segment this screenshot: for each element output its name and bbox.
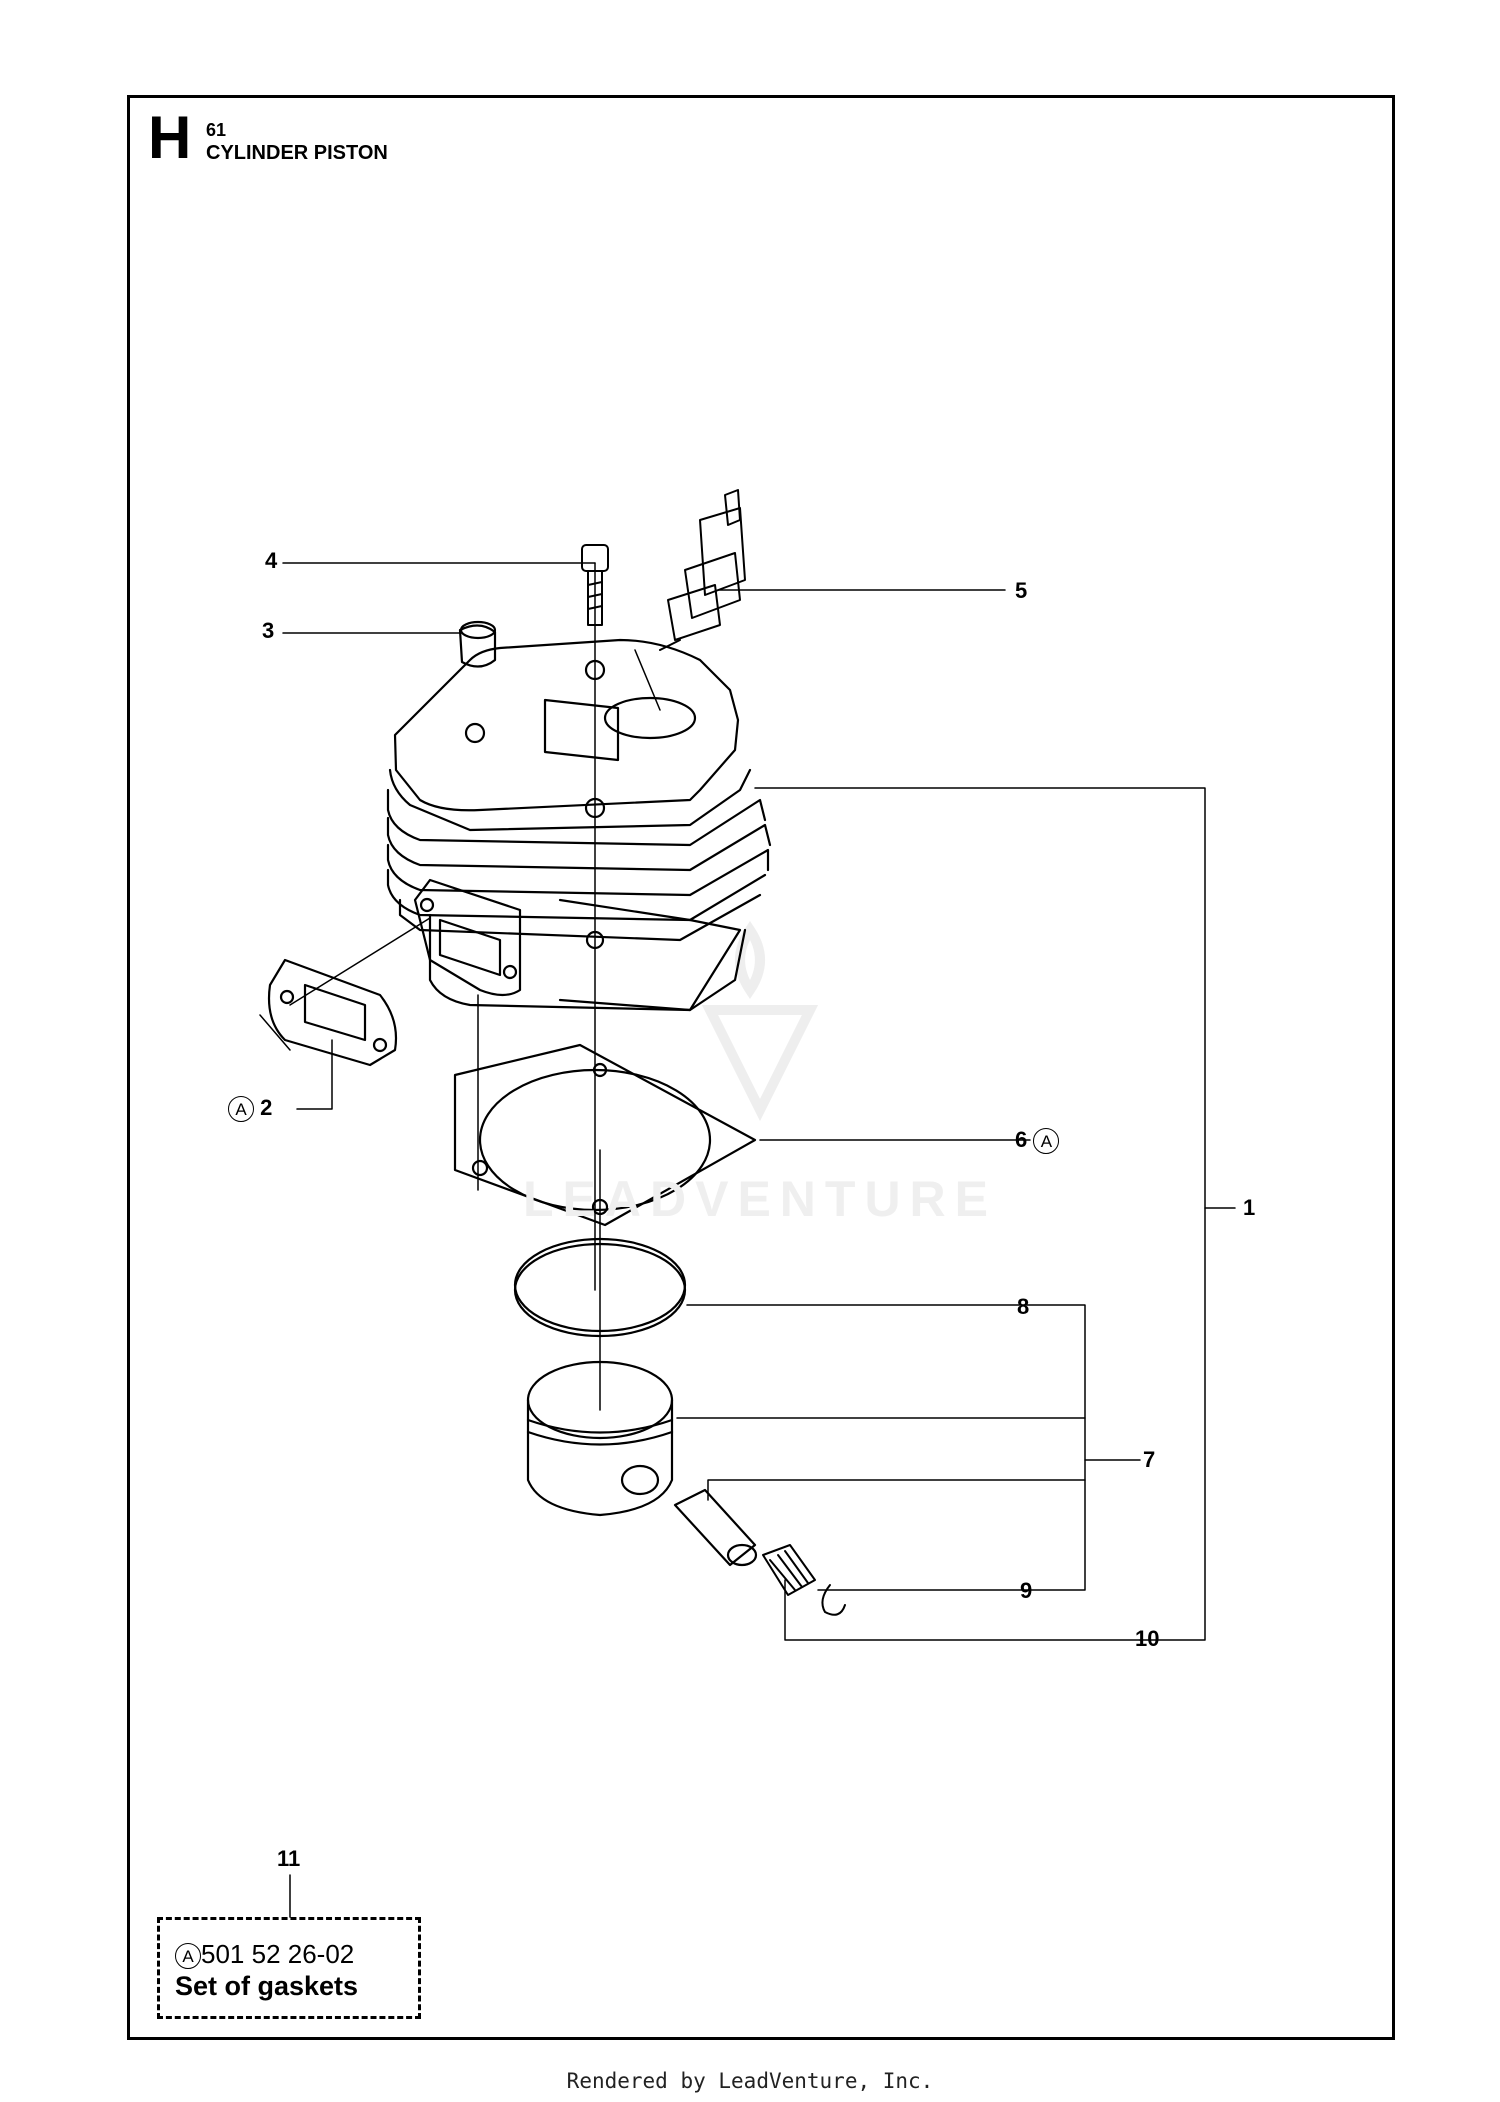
section-letter: H bbox=[148, 104, 192, 171]
piston-drawing bbox=[526, 1360, 674, 1517]
gasket-kit-box bbox=[157, 1917, 421, 2019]
diagram-frame bbox=[127, 95, 1395, 2040]
circlip-drawing bbox=[821, 1584, 846, 1616]
ref-a-symbol: A bbox=[1033, 1128, 1060, 1154]
piston-ring-drawing bbox=[513, 1237, 687, 1338]
needle-bearing-drawing bbox=[762, 1544, 816, 1596]
callout-2: 2 bbox=[260, 1094, 273, 1120]
kit-description: Set of gaskets bbox=[175, 1971, 359, 2001]
screw-drawing bbox=[581, 544, 609, 626]
callout-11: 11 bbox=[277, 1846, 301, 1871]
callout-1: 1 bbox=[1243, 1195, 1256, 1220]
wrist-pin-drawing bbox=[673, 1488, 758, 1567]
kit-part-number: 501 52 26-02 bbox=[201, 1939, 355, 1969]
callout-9: 9 bbox=[1020, 1578, 1033, 1603]
exhaust-gasket-drawing bbox=[267, 958, 398, 1067]
callout-6-group: 6 A bbox=[1015, 1126, 1060, 1154]
callout-3: 3 bbox=[262, 618, 275, 643]
callout-6: 6 bbox=[1015, 1126, 1028, 1152]
spark-plug-drawing bbox=[659, 489, 746, 651]
watermark-text: LEADVENTURE bbox=[522, 1171, 998, 1227]
section-title: CYLINDER PISTON bbox=[206, 142, 388, 164]
cylinder-drawing bbox=[386, 638, 772, 1012]
callout-7: 7 bbox=[1143, 1447, 1156, 1472]
callout-5: 5 bbox=[1015, 578, 1028, 603]
cap-drawing bbox=[458, 620, 497, 668]
callout-10: 10 bbox=[1135, 1626, 1160, 1651]
callout-2-group: A 2 bbox=[228, 1096, 272, 1122]
ref-a-symbol: A bbox=[228, 1096, 254, 1122]
base-gasket-drawing bbox=[453, 1043, 757, 1227]
ref-a-symbol: A bbox=[175, 1943, 201, 1970]
footer-credit: Rendered by LeadVenture, Inc. bbox=[566, 2069, 934, 2093]
callout-8: 8 bbox=[1017, 1294, 1030, 1319]
callout-4: 4 bbox=[265, 548, 278, 573]
section-number: 61 bbox=[206, 120, 227, 140]
